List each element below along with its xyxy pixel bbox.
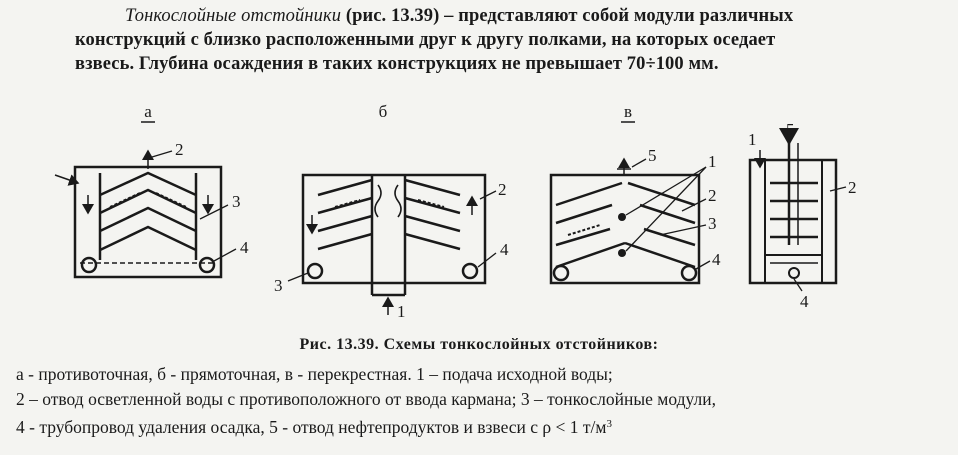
scheme-v: в 5 1 2 3 4 [549,102,721,285]
callout-b-2: 2 [498,180,507,199]
callout-b-3: 3 [274,276,283,295]
callout-a-4: 4 [240,238,249,257]
scheme-v-section: 1 5 2 4 [748,120,857,311]
intro-paragraph: Тонкослойные отстойники (рис. 13.39) – п… [75,4,935,76]
panel-label-b: б [379,102,388,121]
callout-s-4: 4 [800,292,809,311]
callout-v-2: 2 [708,186,717,205]
legend-line-3: 4 - трубопровод удаления осадка, 5 - отв… [16,417,612,437]
paragraph-lead-term: Тонкослойные отстойники [125,6,342,26]
callout-s-2: 2 [848,178,857,197]
callout-s-5: 5 [786,120,795,139]
scheme-b: б 1 2 3 4 [274,102,509,321]
paragraph-line-1: Тонкослойные отстойники (рис. 13.39) – п… [125,6,794,26]
figure-caption: Рис. 13.39. Схемы тонкослойных отстойник… [299,336,659,353]
callout-v-4: 4 [712,250,721,269]
callout-v-5: 5 [648,146,657,165]
legend-line-2: 2 – отвод осветленной воды с противополо… [16,389,716,409]
callout-a-2: 2 [175,140,184,159]
callout-a-3: 3 [232,192,241,211]
figure-legend: а - противоточная, б - прямоточная, в - … [16,362,946,440]
callout-b-1: 1 [397,302,406,321]
callout-v-1: 1 [708,152,717,171]
callout-s-1: 1 [748,130,757,149]
scheme-a: а 2 3 4 [54,102,249,279]
callout-v-3: 3 [708,214,717,233]
settler-schemes-figure: а 2 3 4 б [54,102,857,321]
panel-label-v: в [624,102,632,121]
legend-line-1: а - противоточная, б - прямоточная, в - … [16,364,613,384]
callout-b-4: 4 [500,240,509,259]
paragraph-line-2: конструкций с близко расположенными друг… [75,30,776,50]
paragraph-line-3: взвесь. Глубина осаждения в таких констр… [75,54,719,74]
panel-label-a: а [144,102,152,121]
